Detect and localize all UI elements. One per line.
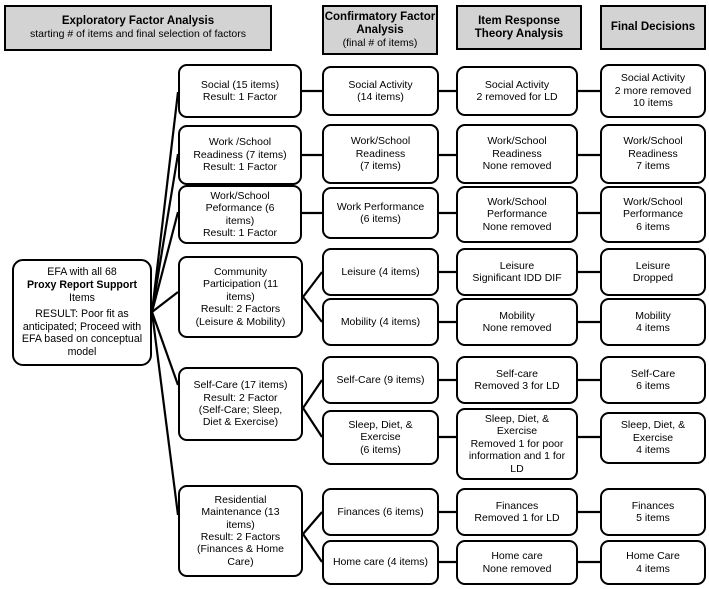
node-irt-work-school-readiness: Work/School Readiness None removed [456, 124, 578, 184]
node-label: Social Activity 2 more removed 10 items [614, 72, 692, 110]
node-final-mobility: Mobility 4 items [600, 298, 706, 346]
node-irt-mobility: Mobility None removed [456, 298, 578, 346]
node-efa-self-care: Self-Care (17 items) Result: 2 Factor (S… [178, 367, 303, 441]
node-efa-community-participation: Community Participation (11 items) Resul… [178, 256, 303, 338]
node-label: Sleep, Diet, & Exercise (6 items) [348, 418, 413, 456]
node-cfa-leisure: Leisure (4 items) [322, 248, 439, 296]
node-final-home-care: Home Care 4 items [600, 540, 706, 585]
header-title: Item Response Theory Analysis [474, 14, 564, 40]
node-label: Work/School Readiness 7 items [623, 135, 683, 173]
node-irt-self-care: Self-care Removed 3 for LD [456, 356, 578, 404]
node-label: Leisure Significant IDD DIF [472, 259, 562, 284]
link-efa-cfa-finances [302, 511, 323, 535]
node-label: Work/School Peformance (6 items) Result:… [202, 189, 278, 239]
node-final-leisure: Leisure Dropped [600, 248, 706, 296]
node-efa-work-school-performance: Work/School Peformance (6 items) Result:… [178, 185, 302, 244]
node-final-work-school-performance: Work/School Performance 6 items [600, 186, 706, 243]
node-label: Self-Care 6 items [630, 367, 676, 392]
node-root-efa-all-items: EFA with all 68 Proxy Report Support Ite… [12, 259, 152, 366]
node-cfa-sleep-diet-exercise: Sleep, Diet, & Exercise (6 items) [322, 410, 439, 465]
node-cfa-home-care: Home care (4 items) [322, 540, 439, 585]
node-final-finances: Finances 5 items [600, 488, 706, 536]
node-irt-sleep-diet-exercise: Sleep, Diet, & Exercise Removed 1 for po… [456, 408, 578, 480]
link-root-work-performance [150, 211, 180, 313]
link-root-community [151, 291, 179, 313]
root-line-4: RESULT: Poor fit as anticipated; Proceed… [21, 308, 143, 358]
node-cfa-work-school-readiness: Work/School Readiness (7 items) [322, 124, 439, 184]
header-exploratory-factor-analysis: Exploratory Factor Analysis starting # o… [4, 5, 272, 51]
node-cfa-mobility: Mobility (4 items) [322, 298, 439, 346]
node-irt-leisure: Leisure Significant IDD DIF [456, 248, 578, 296]
node-final-work-school-readiness: Work/School Readiness 7 items [600, 124, 706, 184]
node-label: Mobility 4 items [635, 309, 671, 334]
header-title: Confirmatory Factor Analysis [324, 10, 436, 36]
root-line-1: EFA with all 68 [47, 266, 117, 279]
link-efa-cfa-mobility [302, 296, 323, 323]
header-subtitle: starting # of items and final selection … [30, 28, 246, 41]
link-efa-cfa-selfcare [302, 379, 323, 409]
node-label: Home Care 4 items [626, 550, 680, 575]
link-efa-cfa-homecare [302, 533, 323, 563]
node-label: Social (15 items) Result: 1 Factor [200, 78, 280, 103]
node-label: Work/School Readiness None removed [482, 135, 552, 173]
node-label: Work/School Readiness (7 items) [350, 135, 411, 173]
node-label: Work/School Performance None removed [482, 195, 552, 233]
node-label: Social Activity (14 items) [348, 78, 413, 103]
node-label: Leisure Dropped [632, 259, 674, 284]
node-label: Self-care Removed 3 for LD [474, 367, 560, 392]
link-efa-cfa-sleep [302, 407, 323, 438]
root-line-3: Items [69, 291, 95, 304]
node-label: Community Participation (11 items) Resul… [195, 265, 286, 328]
node-cfa-work-performance: Work Performance (6 items) [322, 187, 439, 239]
node-cfa-social-activity: Social Activity (14 items) [322, 66, 439, 116]
node-final-social-activity: Social Activity 2 more removed 10 items [600, 64, 706, 118]
node-irt-work-school-performance: Work/School Performance None removed [456, 186, 578, 243]
node-final-self-care: Self-Care 6 items [600, 356, 706, 404]
node-cfa-finances: Finances (6 items) [322, 488, 439, 536]
link-root-residential [150, 311, 180, 516]
header-title: Exploratory Factor Analysis [61, 15, 215, 28]
header-item-response-theory-analysis: Item Response Theory Analysis [456, 5, 582, 50]
node-label: Leisure (4 items) [341, 265, 420, 278]
node-efa-social: Social (15 items) Result: 1 Factor [178, 64, 302, 118]
node-label: Finances (6 items) [337, 505, 424, 518]
node-label: Residential Maintenance (13 items) Resul… [197, 493, 284, 568]
root-line-2: Proxy Report Support [26, 279, 138, 292]
link-root-self-care [150, 311, 180, 386]
node-label: Finances 5 items [631, 499, 675, 524]
node-final-sleep-diet-exercise: Sleep, Diet, & Exercise 4 items [600, 412, 706, 464]
node-efa-work-school-readiness: Work /School Readiness (7 items) Result:… [178, 125, 302, 185]
node-irt-social-activity: Social Activity 2 removed for LD [456, 66, 578, 116]
node-label: Self-Care (17 items) Result: 2 Factor (S… [193, 379, 288, 429]
node-label: Sleep, Diet, & Exercise 4 items [620, 419, 686, 457]
node-label: Social Activity 2 removed for LD [476, 78, 558, 103]
node-label: Sleep, Diet, & Exercise Removed 1 for po… [468, 412, 566, 475]
link-efa-cfa-leisure [302, 271, 323, 298]
node-label: Mobility None removed [482, 309, 552, 334]
node-label: Finances Removed 1 for LD [474, 499, 560, 524]
node-cfa-self-care: Self-Care (9 items) [322, 356, 439, 404]
node-irt-finances: Finances Removed 1 for LD [456, 488, 578, 536]
header-subtitle: (final # of items) [342, 36, 418, 49]
node-label: Home care None removed [482, 550, 552, 575]
node-label: Self-Care (9 items) [336, 373, 425, 386]
header-final-decisions: Final Decisions [600, 5, 706, 50]
node-label: Work/School Performance 6 items [622, 195, 684, 233]
node-irt-home-care: Home care None removed [456, 540, 578, 585]
header-title: Final Decisions [610, 21, 696, 33]
node-efa-residential-maintenance: Residential Maintenance (13 items) Resul… [178, 485, 303, 577]
node-label: Home care (4 items) [332, 556, 429, 569]
header-confirmatory-factor-analysis: Confirmatory Factor Analysis (final # of… [322, 5, 438, 55]
link-root-work-readiness [150, 153, 180, 313]
node-label: Work /School Readiness (7 items) Result:… [193, 136, 287, 174]
node-label: Work Performance (6 items) [336, 200, 425, 225]
link-root-social [150, 91, 180, 313]
node-label: Mobility (4 items) [340, 315, 421, 328]
